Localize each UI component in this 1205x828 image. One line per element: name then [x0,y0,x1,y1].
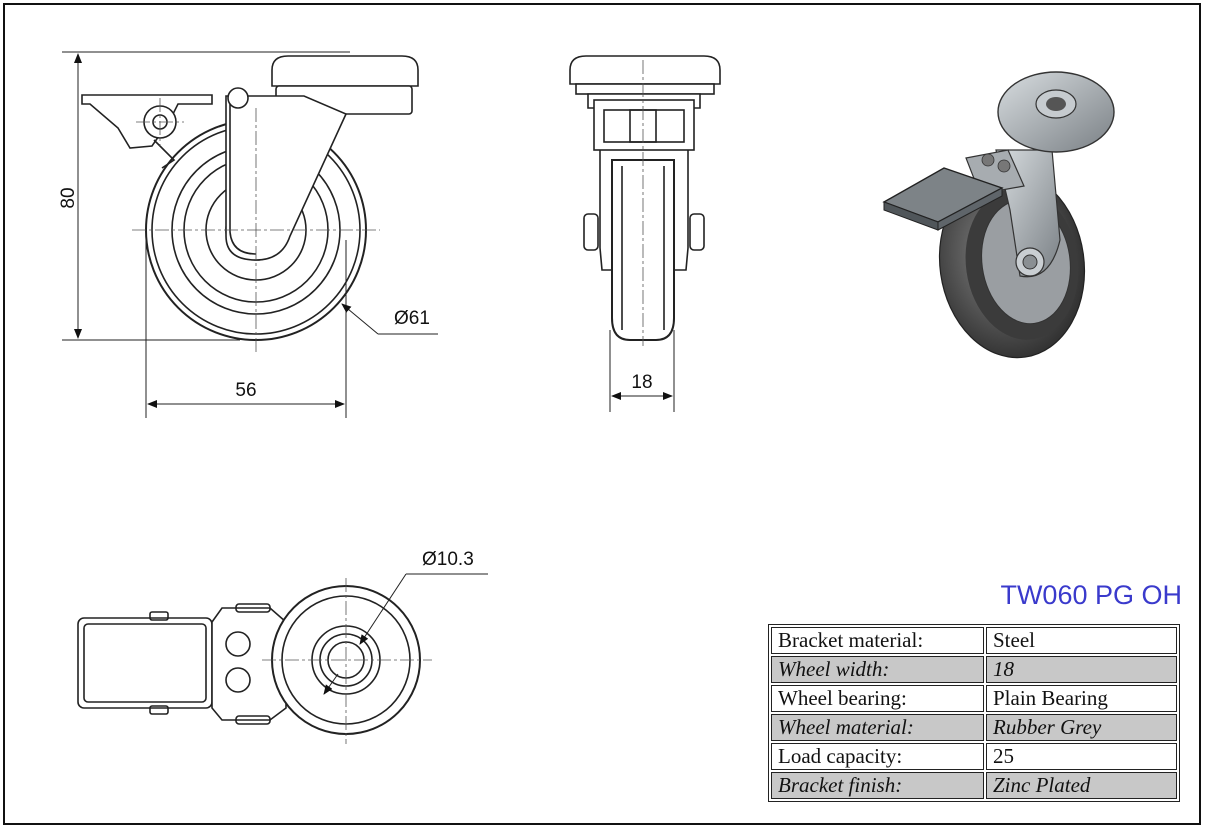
side-dimensions [609,330,675,412]
spec-value: 25 [986,743,1177,770]
spec-label: Load capacity: [771,743,984,770]
spec-value: Zinc Plated [986,772,1177,799]
spec-value: Plain Bearing [986,685,1177,712]
spec-label: Wheel width: [771,656,984,683]
side-view [569,55,721,341]
dim-wheel-diameter: Ø61 [394,308,430,329]
part-number-title: TW060 PG OH [1000,580,1182,610]
spec-row: Wheel bearing: Plain Bearing [771,685,1177,712]
spec-value: Rubber Grey [986,714,1177,741]
spec-row: Wheel material: Rubber Grey [771,714,1177,741]
spec-label: Wheel material: [771,714,984,741]
sheet-border [3,3,1201,825]
top-dimensions [323,573,488,695]
dim-height: 80 [58,187,79,208]
top-view [77,585,421,735]
front-dimensions [62,51,438,418]
spec-label: Wheel bearing: [771,685,984,712]
spec-label: Bracket finish: [771,772,984,799]
front-centerlines [132,98,380,352]
dim-wheel-width: 18 [631,372,652,393]
spec-row: Load capacity: 25 [771,743,1177,770]
specs-table: Bracket material: Steel Wheel width: 18 … [768,624,1180,802]
spec-value: Steel [986,627,1177,654]
front-view [81,55,419,341]
spec-row: Wheel width: 18 [771,656,1177,683]
top-centerlines [262,578,432,744]
spec-label: Bracket material: [771,627,984,654]
dim-bolt-hole: Ø10.3 [422,549,474,570]
spec-row: Bracket material: Steel [771,627,1177,654]
dim-width: 56 [235,380,256,401]
spec-value: 18 [986,656,1177,683]
caster-render [882,71,1115,359]
spec-row: Bracket finish: Zinc Plated [771,772,1177,799]
